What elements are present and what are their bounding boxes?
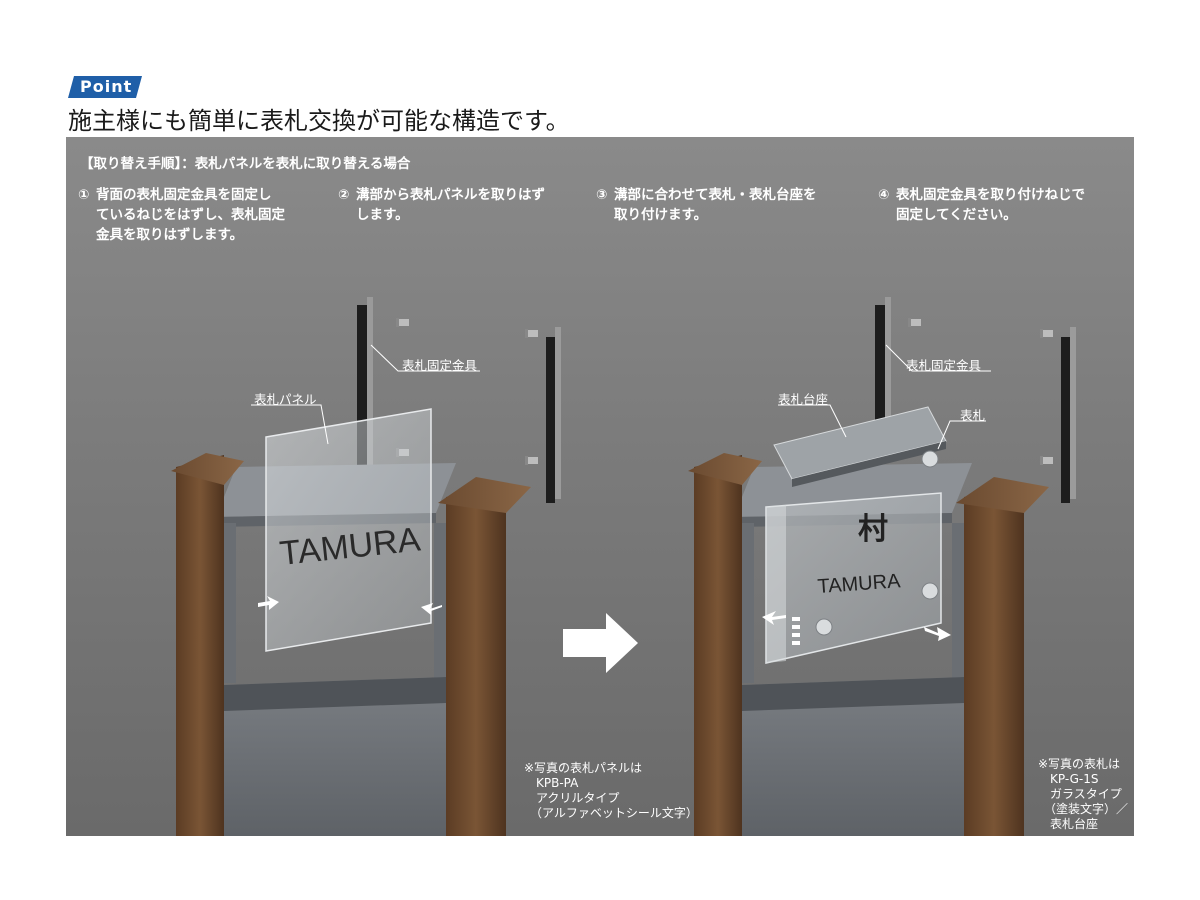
bracket-edge xyxy=(885,297,891,455)
lower-box xyxy=(224,677,446,836)
nameplate-glass-edge xyxy=(766,505,786,663)
note-line: KP-G-1S xyxy=(1050,772,1099,786)
screw-icon xyxy=(525,456,538,465)
step-text: 溝部に合わせて表札・表札台座を 取り付けます。 xyxy=(614,187,817,223)
wood-post-top xyxy=(688,453,762,485)
slot-marks xyxy=(792,617,800,645)
plate-kanji: 村 xyxy=(858,512,888,547)
step-number: ② xyxy=(338,187,350,203)
next-step-arrow-icon xyxy=(563,613,638,673)
note-line: KPB-PA xyxy=(536,776,579,790)
bracket-edge xyxy=(367,297,373,465)
leader-line xyxy=(937,420,986,450)
wood-post xyxy=(176,455,224,836)
note-line: ※写真の表札は xyxy=(1038,757,1121,771)
note-line: ※写真の表札パネルは xyxy=(524,761,643,775)
bracket-bar xyxy=(1061,337,1070,503)
step-4: ④ 表札固定金具を取り付けねじで 固定してください。 xyxy=(878,185,1128,229)
point-badge-shape xyxy=(68,76,142,98)
step-number: ① xyxy=(78,187,90,203)
arrow-left-icon xyxy=(762,611,786,625)
lower-box-top xyxy=(224,677,446,711)
point-badge: Point xyxy=(68,76,142,98)
note-line: 表札台座 xyxy=(1050,817,1099,831)
wood-post xyxy=(446,483,506,836)
product-illustration: TAMURA xyxy=(171,297,1076,836)
wood-post-top xyxy=(956,477,1049,513)
screw-icon xyxy=(396,318,409,327)
leader-line xyxy=(885,344,991,372)
callout-bracket: 表札固定金具 xyxy=(402,358,478,373)
callout-nameplate: 表札 xyxy=(960,408,986,423)
note-line: ガラスタイプ xyxy=(1050,787,1122,801)
step-1: ① 背面の表札固定金具を固定し ているねじをはずし、表札固定 金具を取りはずしま… xyxy=(78,185,318,249)
step-text: 背面の表札固定金具を固定し ているねじをはずし、表札固定 金具を取りはずします。 xyxy=(96,187,285,243)
nameplate-base-edge xyxy=(792,441,946,487)
lower-box-top xyxy=(742,677,964,711)
leader-line xyxy=(370,344,480,372)
arrow-right-icon xyxy=(924,627,951,641)
frame-side xyxy=(224,523,236,683)
leader-line xyxy=(251,404,329,445)
standoff-knob-icon xyxy=(921,582,939,600)
callout-bracket: 表札固定金具 xyxy=(906,358,982,373)
wood-post xyxy=(964,483,1024,836)
step-2: ② 溝部から表札パネルを取りはず します。 xyxy=(338,185,578,229)
frame-side xyxy=(952,523,964,683)
bracket-bar xyxy=(357,305,367,465)
arrow-left-icon xyxy=(421,603,442,615)
arrow-right-icon xyxy=(258,596,279,610)
nameplate-panel xyxy=(265,408,432,652)
bracket-edge xyxy=(555,327,561,499)
note-line: （塗装文字）／ xyxy=(1044,802,1129,816)
standoff-knob-icon xyxy=(815,618,833,636)
right-scene: 村 TAMURA xyxy=(688,297,1076,836)
note-line: アクリルタイプ xyxy=(536,791,620,805)
bracket-bar xyxy=(875,305,885,455)
callout-base: 表札台座 xyxy=(778,392,829,407)
leader-line xyxy=(778,404,847,438)
bracket-bar xyxy=(546,337,555,503)
callout-panel: 表札パネル xyxy=(254,392,317,407)
left-note: ※写真の表札パネルは KPB-PA アクリルタイプ （アルファベットシール文字） xyxy=(524,761,698,821)
step-3: ③ 溝部に合わせて表札・表札台座を 取り付けます。 xyxy=(596,185,856,229)
step-text: 溝部から表札パネルを取りはず します。 xyxy=(356,187,545,223)
right-note: ※写真の表札は KP-G-1S ガラスタイプ （塗装文字）／ 表札台座 xyxy=(1038,757,1128,832)
bracket-edge xyxy=(1070,327,1076,499)
step-number: ④ xyxy=(878,187,890,203)
procedure-title: 【取り替え手順】：表札パネルを表札に取り替える場合 xyxy=(80,156,411,172)
screw-icon xyxy=(1040,456,1053,465)
step-number: ③ xyxy=(596,187,608,203)
headline: 施主様にも簡単に表札交換が可能な構造です。 xyxy=(68,107,570,135)
wood-post xyxy=(694,455,742,836)
instruction-panel: TAMURA xyxy=(66,137,1134,836)
wood-post-top xyxy=(438,477,531,513)
screw-icon xyxy=(1040,329,1053,338)
note-line: （アルファベットシール文字） xyxy=(530,806,698,820)
frame-side xyxy=(742,523,754,683)
standoff-knob-icon xyxy=(921,450,939,468)
left-scene: TAMURA xyxy=(171,297,561,836)
point-label: Point xyxy=(80,77,133,96)
screw-icon xyxy=(908,318,921,327)
screw-icon xyxy=(525,329,538,338)
lower-box xyxy=(742,677,964,836)
step-text: 表札固定金具を取り付けねじで 固定してください。 xyxy=(896,187,1085,223)
wood-post-top xyxy=(171,453,244,485)
frame-side xyxy=(434,523,446,683)
